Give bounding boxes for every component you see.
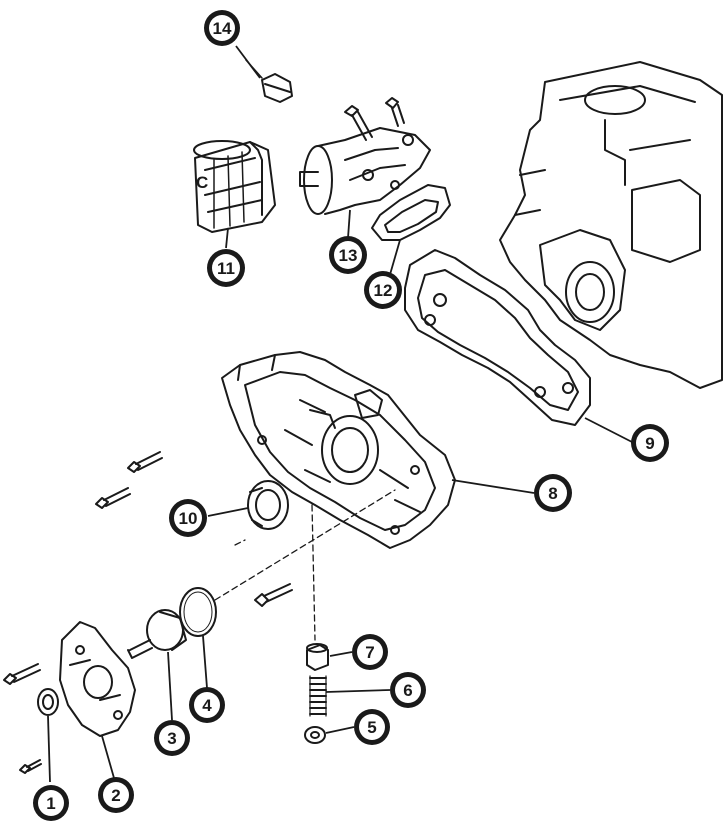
callout-10: 10: [169, 499, 207, 537]
bracket-bolts: [344, 97, 405, 141]
callout-label: 8: [548, 484, 557, 503]
alignment-lines: [214, 489, 396, 641]
callout-label: 5: [367, 718, 376, 737]
filter-bracket-gasket: [371, 184, 451, 241]
pump-seal: [37, 688, 59, 716]
front-cover-gasket: [404, 249, 591, 426]
oil-filter: C: [193, 140, 276, 233]
front-cover-housing: [221, 351, 456, 549]
oil-pressure-switch: [245, 59, 293, 103]
callout-6: 6: [390, 672, 426, 708]
callout-11: 11: [207, 249, 245, 287]
pump-rotor: [127, 609, 187, 659]
callout-label: 9: [645, 434, 654, 453]
callout-7: 7: [352, 634, 388, 670]
callout-label: 12: [374, 281, 393, 300]
callout-label: 10: [179, 509, 198, 528]
callout-label: 6: [403, 681, 412, 700]
callout-3: 3: [154, 720, 190, 756]
callout-label: 7: [365, 643, 374, 662]
callout-label: 14: [213, 19, 232, 38]
callout-label: 13: [339, 246, 358, 265]
svg-text:C: C: [196, 173, 208, 192]
pump-cover: [59, 621, 136, 737]
o-ring: [179, 587, 217, 637]
crankshaft-seal: [247, 480, 289, 530]
callout-9: 9: [631, 424, 669, 462]
leader-lines: [47, 45, 633, 783]
callout-8: 8: [534, 474, 572, 512]
callout-label: 3: [167, 729, 176, 748]
callout-label: 2: [111, 786, 120, 805]
callout-5: 5: [354, 709, 390, 745]
relief-plunger: [306, 643, 329, 671]
callout-14: 14: [204, 10, 240, 46]
cover-bolts: [3, 451, 293, 774]
engine-block: [499, 61, 723, 389]
callout-13: 13: [329, 236, 367, 274]
callout-1: 1: [33, 785, 69, 821]
relief-spring: [309, 675, 327, 717]
callout-4: 4: [189, 687, 225, 723]
callout-12: 12: [364, 271, 402, 309]
callout-label: 4: [202, 696, 212, 715]
relief-clip: [304, 726, 326, 744]
callout-label: 11: [217, 259, 235, 278]
filter-mount-bracket: [299, 127, 431, 215]
callout-label: 1: [46, 794, 55, 813]
callout-2: 2: [98, 777, 134, 813]
